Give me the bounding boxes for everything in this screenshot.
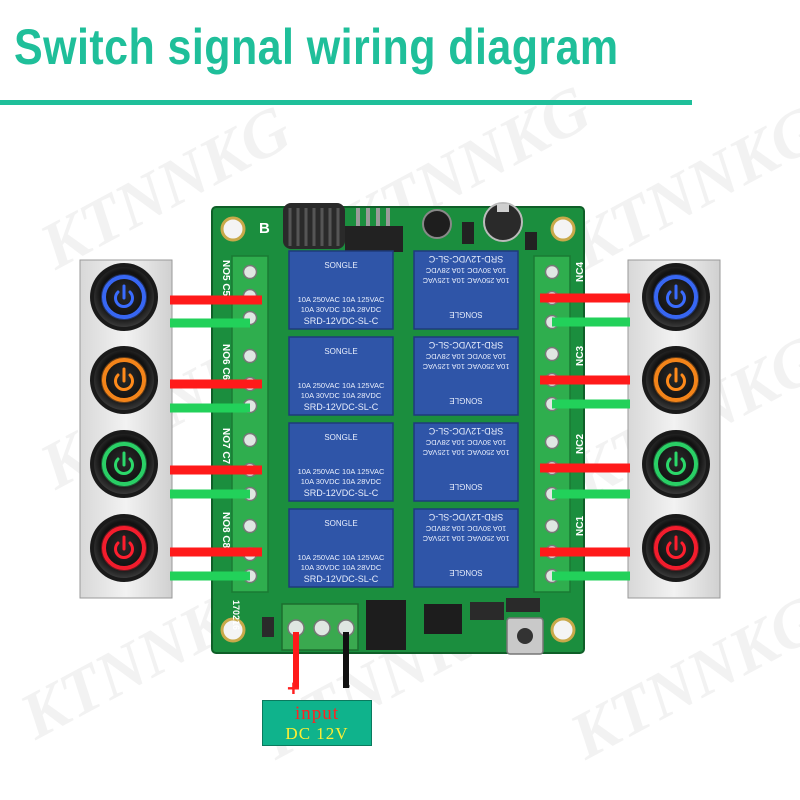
terminal-block-right xyxy=(533,255,571,593)
receiver-module xyxy=(345,226,403,252)
relay-rating: 10A 250VAC 10A 125VAC xyxy=(298,295,385,304)
relay-left-3: SONGLE 10A 250VAC 10A 125VAC 10A 30VDC 1… xyxy=(288,422,394,502)
ic-chip xyxy=(366,600,406,650)
terminal-label-right: NC3 xyxy=(575,346,586,366)
relay-right-3: SONGLE 10A 250VAC 10A 125VAC 10A 30VDC 1… xyxy=(413,422,519,502)
relay-rating: 10A 30VDC 10A 28VDC xyxy=(425,524,506,533)
relay-left-1: SONGLE 10A 250VAC 10A 125VAC 10A 30VDC 1… xyxy=(288,250,394,330)
switch-button-left-orange xyxy=(90,346,158,414)
terminal-label-right: NC1 xyxy=(575,516,586,536)
wires-right xyxy=(540,293,630,581)
terminal-label-left: NO6 C6 xyxy=(220,344,231,381)
mounting-holes xyxy=(220,216,576,643)
power-icon xyxy=(114,535,134,559)
relay-rating: 10A 250VAC 10A 125VAC xyxy=(298,381,385,390)
relay-rating: 10A 30VDC 10A 28VDC xyxy=(301,563,382,572)
relay-rating: 10A 250VAC 10A 125VAC xyxy=(422,276,509,285)
relay-rating: 10A 30VDC 10A 28VDC xyxy=(301,477,382,486)
board-code: 170216 xyxy=(231,600,241,630)
relay-model: SRD-12VDC-SL-C xyxy=(428,426,503,436)
terminal-label-left: NO8 C8 xyxy=(220,512,231,549)
relay-model: SRD-12VDC-SL-C xyxy=(304,402,379,412)
power-icon xyxy=(114,451,134,475)
relay-brand: SONGLE xyxy=(449,310,482,319)
relay-brand: SONGLE xyxy=(324,261,357,270)
relay-rating: 10A 250VAC 10A 125VAC xyxy=(422,362,509,371)
terminal-block-left xyxy=(231,255,269,593)
relay-model: SRD-12VDC-SL-C xyxy=(428,512,503,522)
switch-button-left-blue xyxy=(90,263,158,331)
positive-sign: + xyxy=(287,676,300,701)
relay-brand: SONGLE xyxy=(324,347,357,356)
terminal-label-left: NO7 C7 xyxy=(220,428,231,465)
relay-model: SRD-12VDC-SL-C xyxy=(428,340,503,350)
power-input-label: input DC 12V xyxy=(262,700,372,746)
terminal-label-right: NC2 xyxy=(575,434,586,454)
relay-model: SRD-12VDC-SL-C xyxy=(304,488,379,498)
relay-brand: SONGLE xyxy=(449,396,482,405)
relay-right-1: SONGLE 10A 250VAC 10A 125VAC 10A 30VDC 1… xyxy=(413,250,519,330)
relay-rating: 10A 250VAC 10A 125VAC xyxy=(298,553,385,562)
terminal-label-left: NO5 C5 xyxy=(220,260,231,297)
relay-rating: 10A 250VAC 10A 125VAC xyxy=(422,534,509,543)
negative-sign: - xyxy=(343,672,351,697)
power-icon xyxy=(666,284,686,308)
relay-model: SRD-12VDC-SL-C xyxy=(304,574,379,584)
relay-rating: 10A 30VDC 10A 28VDC xyxy=(425,352,506,361)
capacitor xyxy=(422,209,452,239)
relay-rating: 10A 30VDC 10A 28VDC xyxy=(425,266,506,275)
power-icon xyxy=(666,451,686,475)
relay-right-4: SONGLE 10A 250VAC 10A 125VAC 10A 30VDC 1… xyxy=(413,508,519,588)
relay-right-2: SONGLE 10A 250VAC 10A 125VAC 10A 30VDC 1… xyxy=(413,336,519,416)
relay-left-2: SONGLE 10A 250VAC 10A 125VAC 10A 30VDC 1… xyxy=(288,336,394,416)
relay-brand: SONGLE xyxy=(449,482,482,491)
page-title: Switch signal wiring diagram xyxy=(14,19,619,75)
power-icon xyxy=(114,367,134,391)
switch-button-right-green xyxy=(642,430,710,498)
relay-model: SRD-12VDC-SL-C xyxy=(304,316,379,326)
wires-left xyxy=(170,295,262,581)
relay-rating: 10A 250VAC 10A 125VAC xyxy=(422,448,509,457)
board-corner-mark: B xyxy=(259,220,270,237)
power-icon xyxy=(666,535,686,559)
power-icon xyxy=(114,284,134,308)
relay-left-4: SONGLE 10A 250VAC 10A 125VAC 10A 30VDC 1… xyxy=(288,508,394,588)
ic-chip xyxy=(424,604,462,634)
relay-brand: SONGLE xyxy=(449,568,482,577)
relay-rating: 10A 30VDC 10A 28VDC xyxy=(301,305,382,314)
relay-brand: SONGLE xyxy=(324,519,357,528)
switch-button-left-green xyxy=(90,430,158,498)
switch-button-right-orange xyxy=(642,346,710,414)
terminal-label-right: NC4 xyxy=(575,262,586,282)
relay-rating: 10A 30VDC 10A 28VDC xyxy=(425,438,506,447)
switch-button-left-red xyxy=(90,514,158,582)
capacitor xyxy=(483,202,523,242)
voltage-label: DC 12V xyxy=(285,724,349,743)
header-pins xyxy=(356,208,390,226)
switch-button-right-red xyxy=(642,514,710,582)
relay-rating: 10A 30VDC 10A 28VDC xyxy=(301,391,382,400)
relay-model: SRD-12VDC-SL-C xyxy=(428,254,503,264)
input-label: input xyxy=(294,703,340,724)
relay-brand: SONGLE xyxy=(324,433,357,442)
relay-rating: 10A 250VAC 10A 125VAC xyxy=(298,467,385,476)
switch-button-right-blue xyxy=(642,263,710,331)
power-icon xyxy=(666,367,686,391)
title-underline xyxy=(0,100,692,105)
